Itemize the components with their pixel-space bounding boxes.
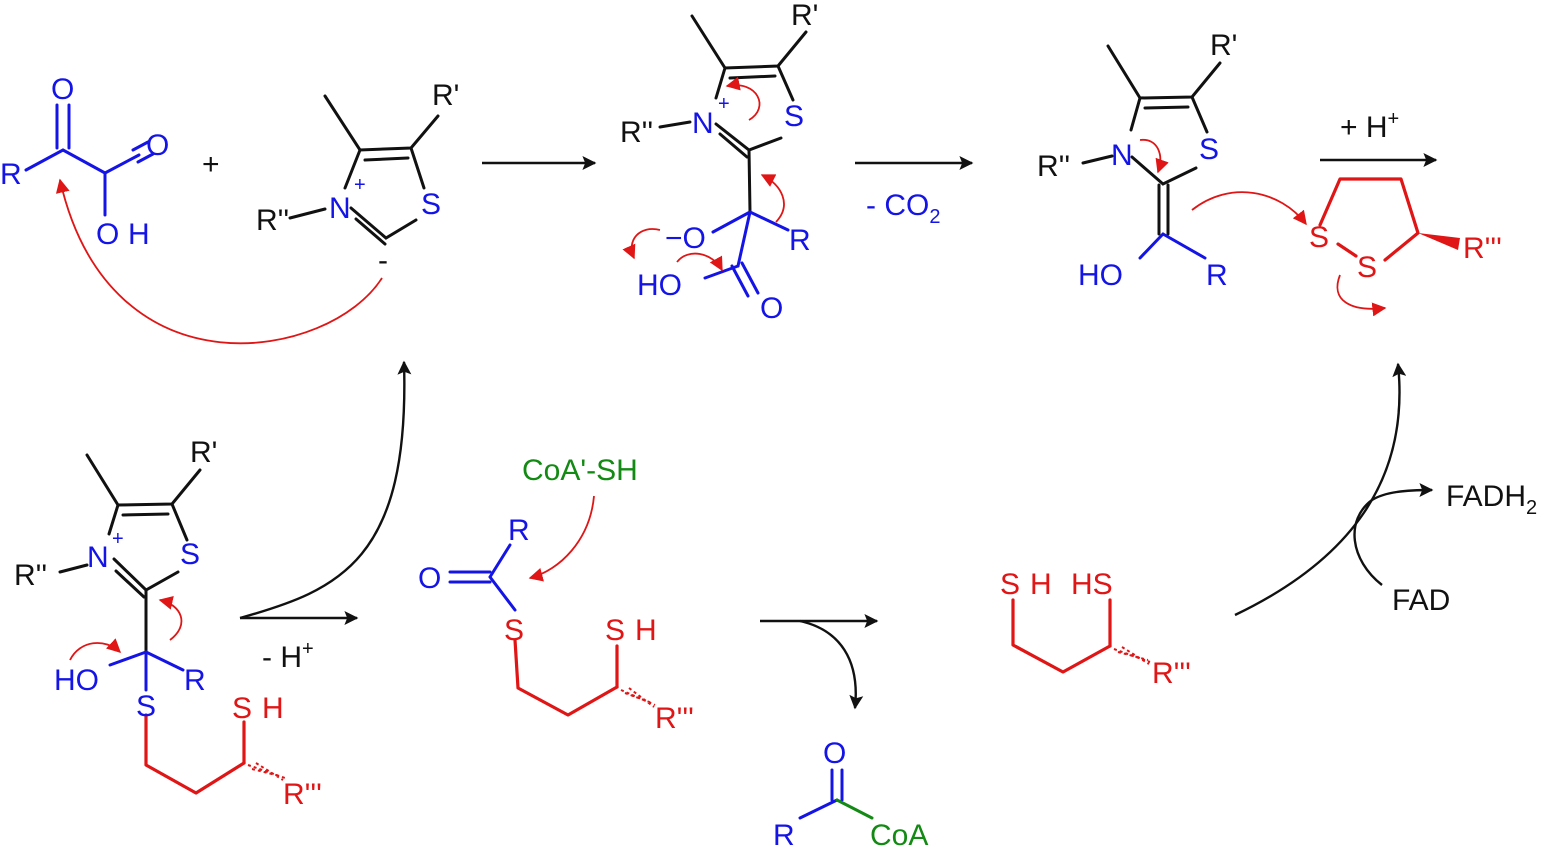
enamine-r-label: R [1206,259,1228,292]
reoxidation-arrow [1234,362,1407,617]
decarboxylation-label: - CO2 [866,189,940,228]
deprotonation-label: - H+ [262,638,314,674]
acyl-coa-release-arrow [799,619,864,710]
fad-label: FAD [1392,584,1450,617]
thiazolium-ylide: R' R'' N + S - [256,79,459,277]
adduct-electron-arrow-2 [760,174,785,223]
dihydrolipoamide: S H HS R''' [1000,568,1191,690]
lipoamide-ring: S S R''' [1309,177,1502,284]
hemithioacetal-positive-charge: + [112,528,124,550]
hemithioacetal-r-label: R [184,664,206,697]
hemithioacetal-s-chain-label: S [136,690,156,723]
adduct-r2-label: R'' [620,116,653,149]
thioester-r-label: R [508,514,530,547]
adduct-o-label: O [760,292,783,325]
hemithioacetal-sh-s-label: S [232,692,252,725]
adduct-positive-charge: + [718,93,730,115]
adduct-electron-arrow-4 [676,252,723,272]
coa-sh-label: CoA'-SH [522,454,638,487]
lipoamide-r3-label: R''' [1463,232,1502,265]
pyruvate-o-label: O [51,73,74,106]
thiazolium-r1-label: R' [432,79,459,112]
acyl-coa-r-label: R [773,819,795,849]
enamine-n-label: N [1111,139,1133,172]
enamine-intermediate: R' R'' N S HO R [1037,29,1237,292]
pyruvate-oh-o-label: O [96,218,119,251]
hemithioacetal-electron-arrow-1 [158,595,183,641]
thioester-sh-s-label: S [605,614,625,647]
hemithioacetal-r2-label: R'' [14,559,47,592]
tetrahedral-adduct: R' R'' N + S −O R HO O [620,0,818,325]
adduct-electron-arrow-3 [622,228,661,260]
adduct-r1-label: R' [791,0,818,32]
thiazolium-negative-charge: - [378,244,388,277]
adduct-s-label: S [784,100,804,133]
thioester-s-label: S [504,614,524,647]
protonation-label: + H+ [1340,108,1399,144]
lipoamide-s2-label: S [1357,251,1377,284]
pyruvate-oh-h-label: H [128,218,150,251]
dihydrolipoamide-hs-label: HS [1071,568,1113,601]
lipoamide-s1-label: S [1309,221,1329,254]
regeneration-arrow [239,360,412,620]
enamine-attack-arrow [1191,191,1307,226]
adduct-r-label: R [789,224,811,257]
dihydrolipoamide-r3-label: R''' [1152,657,1191,690]
acyl-coa-coa-label: CoA [870,819,928,849]
thiazolium-n-label: N [329,192,351,225]
enamine-r2-label: R'' [1037,150,1070,183]
pyruvate-r-label: R [0,158,22,191]
enamine-s-label: S [1199,133,1219,166]
thioester-r3-label: R''' [655,702,694,735]
acyl-lipoamide-thioester: R O S S H R''' [418,514,694,735]
dihydrolipoamide-sh-s-label: S [1000,568,1020,601]
enamine-ho-label: HO [1078,259,1123,292]
hemithioacetal-n-label: N [87,541,109,574]
pyruvate-o2-label: O [146,129,169,162]
thiazolium-s-label: S [421,188,441,221]
thioester-sh-h-label: H [635,614,657,647]
hemithioacetal-ho-label: HO [54,664,99,697]
adduct-electron-arrow-1 [725,76,761,121]
hemithioacetal-sh-h-label: H [262,692,284,725]
disulfide-cleavage-arrow [1336,274,1387,317]
thioester-o-label: O [418,562,441,595]
hemithioacetal-r3-label: R''' [283,778,322,811]
adduct-o-minus-label: −O [665,222,706,255]
hemithioacetal-intermediate: R' R'' N + S HO R S S H R''' [14,436,322,811]
pyruvate: R O O O H [0,73,169,251]
plus-sign: + [202,148,220,181]
fadh2-label: FADH2 [1446,480,1537,519]
hemithioacetal-s-ring-label: S [180,538,200,571]
thiazolium-r2-label: R'' [256,204,289,237]
hemithioacetal-r1-label: R' [190,436,217,469]
enamine-r1-label: R' [1210,29,1237,62]
dihydrolipoamide-sh-h-label: H [1030,568,1052,601]
hemithioacetal-electron-arrow-2 [69,638,122,661]
fad-reduction-arrow [1353,483,1434,586]
acyl-coa-o-label: O [823,737,846,770]
adduct-n-label: N [692,107,714,140]
coa-attack-arrow [528,495,595,582]
ylide-attack-arrow [55,178,383,345]
acyl-coa: O R CoA [773,737,928,849]
adduct-ho-label: HO [637,269,682,302]
thiazolium-positive-charge: + [354,174,366,196]
enamine-electron-arrow [1139,139,1169,174]
